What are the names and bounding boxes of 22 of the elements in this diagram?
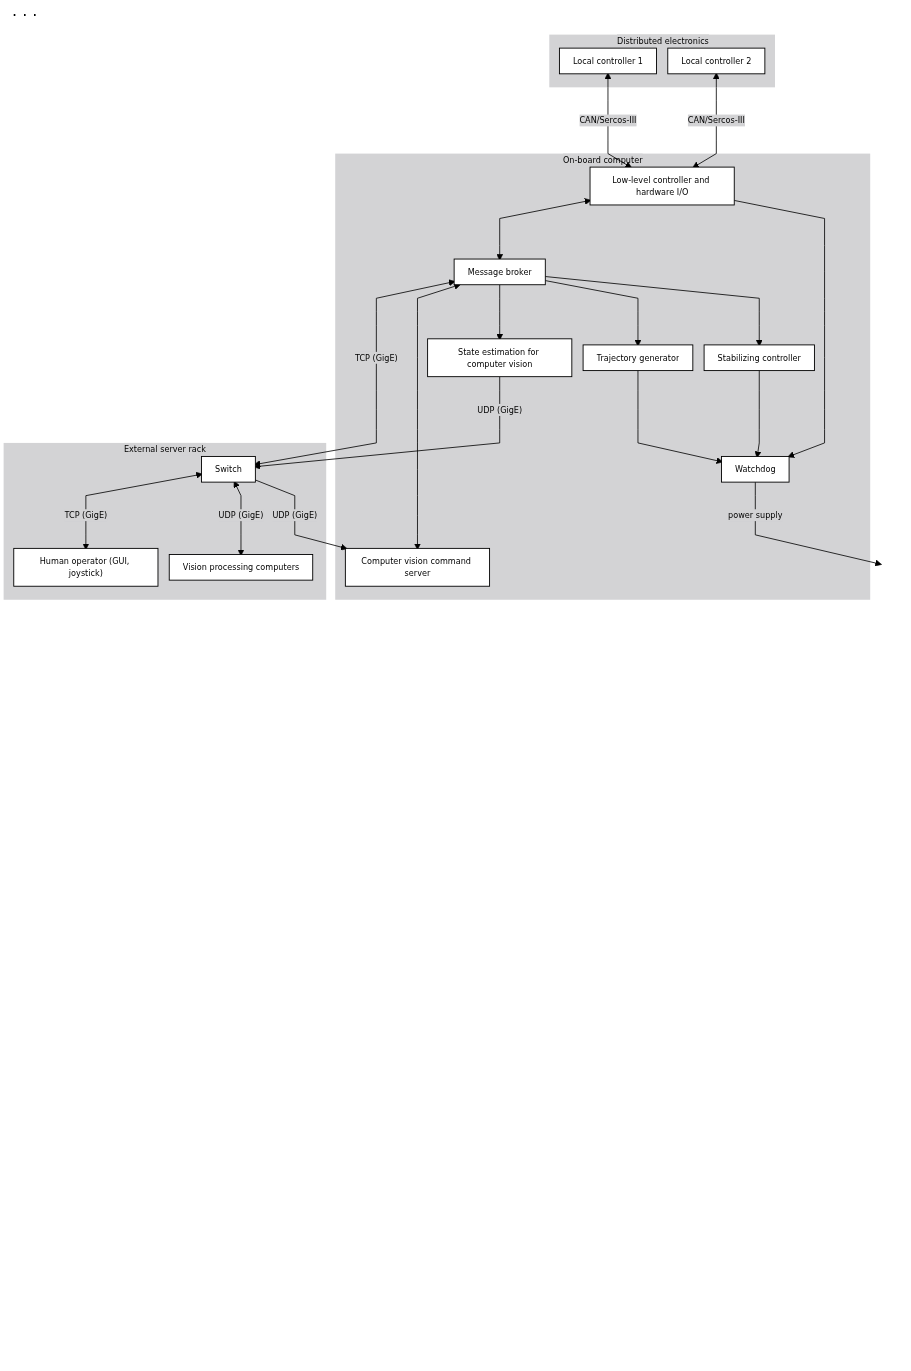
edge-label: power supply [728, 510, 783, 520]
edge-label: UDP (GigE) [272, 510, 318, 520]
edge-label: TCP (GigE) [354, 353, 398, 363]
node-box: Watchdog [721, 456, 790, 483]
node-box: Message broker [453, 258, 546, 286]
node-box: Computer vision command server [344, 547, 491, 587]
node-box: Low-level controller and hardware I/O [589, 166, 735, 206]
edge-label: CAN/Sercos-III [579, 115, 637, 126]
node-box: Stabilizing controller [703, 344, 815, 372]
node-box: State estimation for computer vision [427, 338, 573, 378]
node-box: Trajectory generator [582, 344, 694, 372]
node-box: Human operator (GUI, joystick) [13, 547, 159, 587]
node-box: Local controller 1 [558, 47, 657, 75]
node-box: Vision processing computers [168, 554, 314, 581]
ellipsis-note: · · · [12, 6, 38, 25]
node-box: Switch [201, 456, 256, 483]
edge-label: UDP (GigE) [218, 510, 264, 520]
arrow [496, 198, 592, 261]
edge-label: CAN/Sercos-III [687, 115, 745, 126]
edge-label: TCP (GigE) [64, 510, 108, 520]
edge-label: UDP (GigE) [477, 405, 523, 415]
node-box: Local controller 2 [667, 47, 766, 75]
